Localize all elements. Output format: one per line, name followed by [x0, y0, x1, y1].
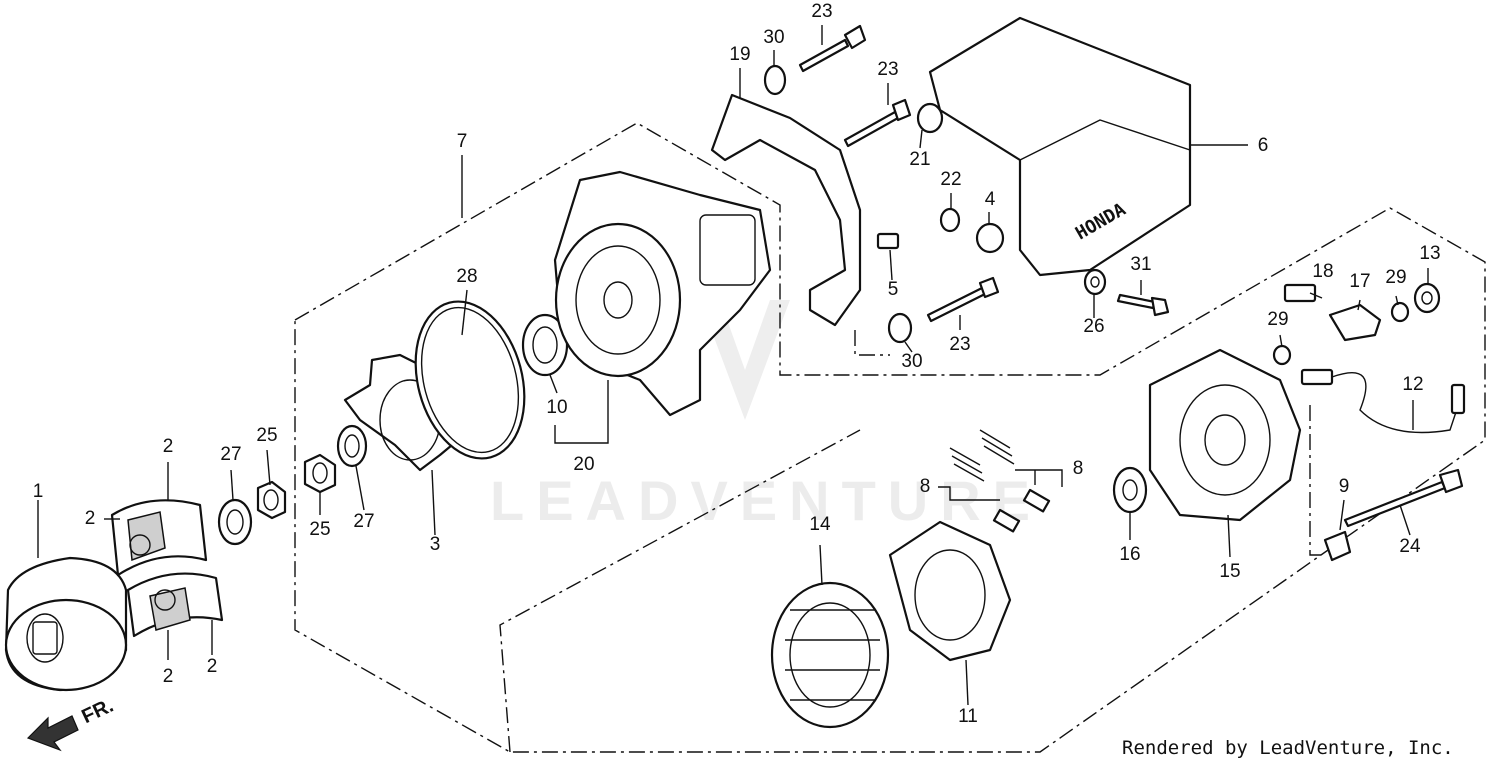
callout-31: 31	[1130, 254, 1151, 275]
callout-2: 2	[163, 666, 174, 687]
collar-30-top	[763, 64, 787, 96]
collar-22	[939, 207, 961, 233]
bolt-23-low	[926, 276, 1000, 323]
bracket-19	[710, 93, 862, 327]
callout-12: 12	[1402, 374, 1423, 395]
callout-30: 30	[901, 351, 922, 372]
terminal-17	[1328, 303, 1382, 342]
callout-23: 23	[949, 334, 970, 355]
callout-15: 15	[1219, 561, 1240, 582]
stator	[770, 581, 890, 729]
callout-25: 25	[309, 519, 330, 540]
bolt-31	[1116, 293, 1170, 317]
washer-27-left	[217, 498, 253, 546]
housing-assembly	[553, 170, 772, 417]
callout-23: 23	[877, 59, 898, 80]
nut-29-upper	[1390, 301, 1410, 323]
bolt-23-mid	[843, 98, 912, 148]
callout-21: 21	[909, 149, 930, 170]
washer-27-right	[336, 424, 368, 468]
callout-22: 22	[940, 169, 961, 190]
callout-29: 29	[1385, 267, 1406, 288]
clamp-9	[1323, 530, 1352, 562]
direction-label: FR.	[78, 695, 116, 729]
brush-springs	[949, 429, 1051, 533]
callout-1: 1	[33, 481, 44, 502]
callout-6: 6	[1258, 135, 1269, 156]
clutch-drum	[4, 556, 128, 692]
harness-guide	[1309, 405, 1325, 556]
callout-8: 8	[1073, 458, 1084, 479]
callout-3: 3	[430, 534, 441, 555]
callout-9: 9	[1339, 476, 1350, 497]
callout-19: 19	[729, 44, 750, 65]
cover: HONDA	[928, 16, 1192, 277]
washer-26	[1083, 268, 1107, 296]
bolt-23-top	[798, 24, 867, 73]
front-direction-arrow: FR.	[26, 695, 117, 752]
callout-26: 26	[1083, 316, 1104, 337]
callout-11: 11	[958, 706, 978, 727]
callout-28: 28	[456, 266, 477, 287]
end-housing	[1148, 348, 1302, 522]
callout-2: 2	[207, 656, 218, 677]
callout-27: 27	[220, 444, 241, 465]
o-ring	[414, 300, 526, 460]
callout-4: 4	[985, 189, 996, 210]
callout-10: 10	[546, 397, 567, 418]
callout-24: 24	[1399, 536, 1421, 557]
callout-14: 14	[809, 514, 831, 535]
callout-16: 16	[1119, 544, 1140, 565]
callout-13: 13	[1419, 243, 1440, 264]
callout-17: 17	[1349, 271, 1370, 292]
grommet-4	[975, 222, 1005, 254]
callout-18: 18	[1312, 261, 1333, 282]
callout-8: 8	[920, 476, 931, 497]
clutch-shoes	[110, 499, 224, 638]
nut-13	[1413, 282, 1441, 314]
leader-lines	[37, 25, 1429, 706]
nut-25-right	[303, 453, 337, 494]
callout-30: 30	[763, 27, 784, 48]
callout-2: 2	[163, 436, 174, 457]
clip-5	[876, 232, 900, 250]
assembly-outlines	[294, 122, 1486, 753]
callout-27: 27	[353, 511, 374, 532]
bearing-16	[1112, 466, 1148, 514]
callout-23: 23	[811, 1, 832, 22]
callouts: 1 2 2 2 2 3 4 5 6 7 8 8 9 10 11 12 13 14…	[33, 1, 1441, 727]
grommet-21	[916, 102, 944, 134]
collar-30-low	[887, 312, 913, 344]
through-bolt-24	[1343, 468, 1464, 528]
nut-25-left	[256, 480, 287, 520]
callout-20: 20	[573, 454, 594, 475]
callout-29: 29	[1267, 309, 1288, 330]
connector-18	[1283, 283, 1317, 303]
credit-line: Rendered by LeadVenture, Inc.	[1122, 737, 1454, 759]
brush-plate	[888, 520, 1012, 662]
callout-7: 7	[457, 131, 468, 152]
wire-harness	[1300, 368, 1466, 434]
nut-29-lower	[1272, 344, 1292, 366]
callout-5: 5	[888, 279, 899, 300]
callout-25: 25	[256, 425, 277, 446]
callout-2: 2	[85, 508, 96, 529]
